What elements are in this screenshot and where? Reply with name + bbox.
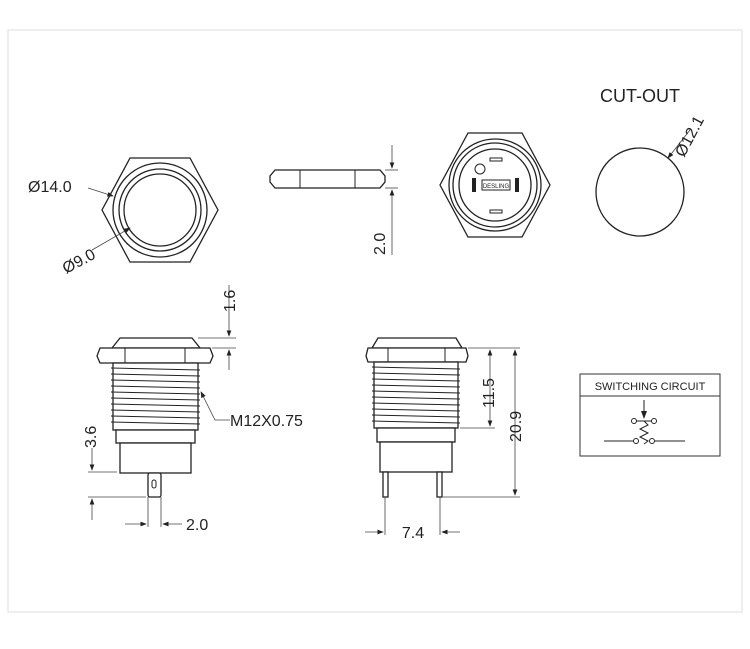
inner-diameter-label: Ø9.0 [60, 246, 99, 277]
side-view-left: 1.6 M12X0.75 3.6 2.0 [83, 285, 303, 534]
cutout-title: CUT-OUT [600, 86, 680, 106]
thread-length-label: 11.5 [481, 378, 498, 408]
terminal-width-label: 2.0 [186, 517, 208, 534]
logo-text: DESLING [483, 184, 510, 190]
switching-circuit-box: SWITCHING CIRCUIT [579, 373, 721, 457]
drawing-frame [7, 29, 743, 613]
cutout-view: CUT-OUT Ø12.1 [595, 86, 709, 237]
nut-thickness-label: 2.0 [372, 233, 389, 255]
front-view: Ø14.0 Ø9.0 [28, 157, 219, 278]
total-length-label: 20.9 [508, 411, 525, 442]
body-length-label: 3.6 [83, 426, 100, 448]
terminal-spacing-label: 7.4 [402, 525, 424, 542]
rear-view: DESLING [439, 132, 551, 238]
nut-side-view: 2.0 [269, 145, 398, 255]
side-view-right: 11.5 20.9 7.4 [365, 337, 525, 542]
thread-label: M12X0.75 [230, 413, 303, 430]
circuit-title: SWITCHING CIRCUIT [595, 381, 706, 393]
outer-diameter-label: Ø14.0 [28, 179, 72, 196]
cutout-diameter-label: Ø12.1 [673, 113, 709, 160]
head-height-label: 1.6 [222, 290, 239, 312]
switch-symbol [604, 400, 685, 445]
